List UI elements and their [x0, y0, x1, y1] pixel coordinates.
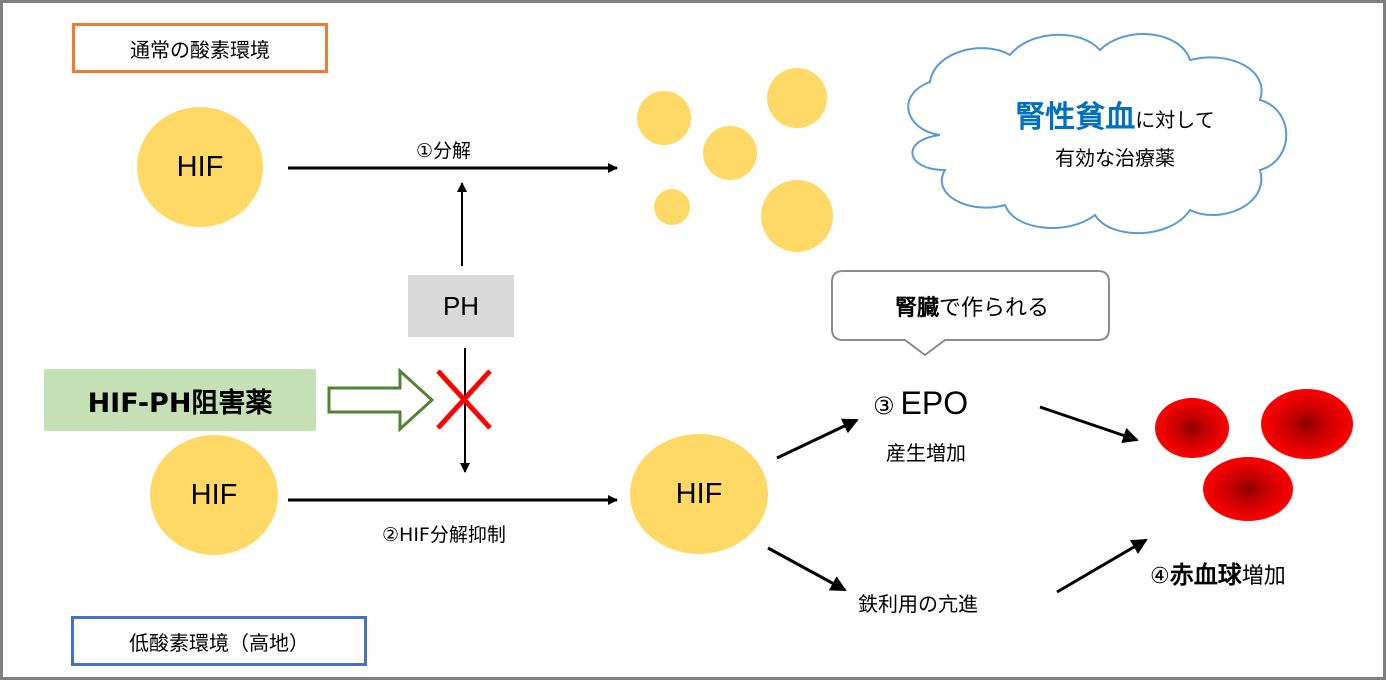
normal-oxygen-text: 通常の酸素環境: [130, 37, 270, 62]
fragment-circle: [637, 91, 691, 145]
rbc-bold: 赤血球: [1169, 561, 1242, 589]
hif-circle-bottom: HIF: [150, 435, 278, 555]
low-oxygen-label: 低酸素環境（高地）: [71, 616, 367, 666]
hif-circle-center: HIF: [630, 434, 768, 554]
red-blood-cells: [1155, 389, 1353, 521]
callout-bubble: [831, 270, 1110, 357]
cloud-text: 腎性貧血に対して 有効な治療薬: [950, 92, 1280, 171]
hif-circle-top: HIF: [137, 107, 263, 227]
arrow-to-iron: [767, 546, 847, 592]
hif-label: HIF: [675, 477, 723, 510]
ph-label: PH: [442, 290, 480, 321]
fragment-circle: [767, 68, 827, 128]
arrow-epo-to-rbc: [1039, 405, 1139, 444]
red-blood-cell: [1203, 457, 1293, 521]
arrow-to-epo: [776, 418, 859, 460]
cloud-shape: [907, 33, 1288, 235]
arrow-iron-to-rbc: [1056, 538, 1148, 594]
rbc-rest: 増加: [1241, 564, 1286, 589]
hif-label: HIF: [176, 150, 224, 183]
cloud-line1: 腎性貧血に対して: [950, 92, 1280, 136]
cloud-highlight: 腎性貧血: [1015, 100, 1136, 135]
normal-oxygen-label: 通常の酸素環境: [72, 23, 328, 73]
rbc-label: ④赤血球増加: [1150, 555, 1286, 590]
inhibitor-box: HIF-PH阻害薬: [44, 369, 316, 431]
red-blood-cell: [1155, 398, 1229, 458]
block-x-icon: [436, 369, 492, 430]
low-oxygen-text: 低酸素環境（高地）: [129, 630, 309, 655]
epo-number: ③: [873, 392, 895, 420]
fragment-circle: [761, 180, 833, 252]
step1-label: ①分解: [416, 140, 472, 162]
hif-fragments: [637, 68, 833, 252]
callout-rest: で作られる: [939, 296, 1050, 321]
ph-box: PH: [408, 275, 514, 337]
step2-label: ②HIF分解抑制: [382, 524, 506, 546]
iron-label: 鉄利用の亢進: [858, 592, 978, 616]
fragment-circle: [703, 126, 757, 180]
inhibitor-label: HIF-PH阻害薬: [87, 387, 273, 419]
epo-name: EPO: [900, 385, 969, 421]
cloud-line1-rest: に対して: [1135, 108, 1215, 132]
callout-bold: 腎臓: [894, 296, 939, 321]
red-blood-cell: [1261, 389, 1353, 459]
inhibitor-arrow: [327, 367, 435, 433]
callout-text: 腎臓で作られる: [832, 290, 1112, 322]
hif-label: HIF: [190, 478, 238, 511]
cloud-line2: 有効な治療薬: [1055, 146, 1175, 170]
fragment-circle: [654, 189, 690, 225]
epo-sub-label: 産生増加: [886, 441, 966, 465]
rbc-number: ④: [1150, 564, 1170, 589]
